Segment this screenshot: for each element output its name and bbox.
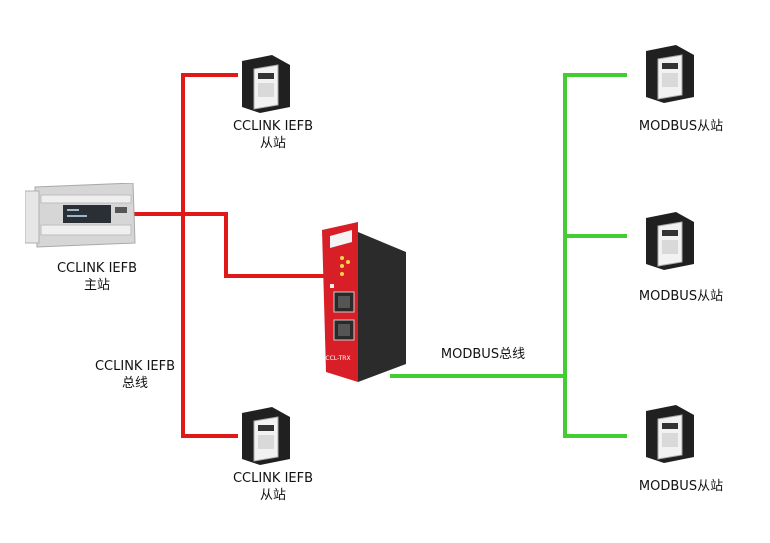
cclink-slave-label-line1: CCLINK IEFB xyxy=(232,119,314,134)
cclink-bus-label-line2: 总线 xyxy=(121,376,148,391)
cclink-bus-wires xyxy=(134,73,324,438)
cclink-bus-label-line1: CCLINK IEFB xyxy=(94,359,176,374)
modbus-bus-label: MODBUS总线 xyxy=(440,347,526,362)
master-label: CCLINK IEFB 主站 xyxy=(42,260,152,294)
cclink-slave-label-line1: CCLINK IEFB xyxy=(232,471,314,486)
drive-slave-icon xyxy=(242,55,290,113)
cclink-slave-label-line2: 从站 xyxy=(259,136,286,151)
cclink-bus-label: CCLINK IEFB 总线 xyxy=(80,358,190,392)
drive-slave-icon xyxy=(242,407,290,465)
gateway-icon xyxy=(322,222,406,382)
modbus-slave-label: MODBUS从站 xyxy=(638,289,724,304)
master-label-line1: CCLINK IEFB xyxy=(56,261,138,276)
modbus-slave-label: MODBUS从站 xyxy=(638,479,724,494)
plc-master-icon xyxy=(25,183,136,248)
gateway-model-text: CCL-TRX xyxy=(325,355,351,362)
modbus-bus-wires xyxy=(390,73,627,438)
drive-slave-icon xyxy=(646,212,694,270)
drive-slave-icon xyxy=(646,45,694,103)
cclink-gateway-branch xyxy=(181,212,324,278)
cclink-slave-label-line2: 从站 xyxy=(259,488,286,503)
cclink-slave-label: CCLINK IEFB 从站 xyxy=(218,118,328,152)
cclink-slave-label: CCLINK IEFB 从站 xyxy=(218,470,328,504)
master-label-line2: 主站 xyxy=(83,278,110,293)
modbus-slave-label: MODBUS从站 xyxy=(638,119,724,134)
drive-slave-icon xyxy=(646,405,694,463)
